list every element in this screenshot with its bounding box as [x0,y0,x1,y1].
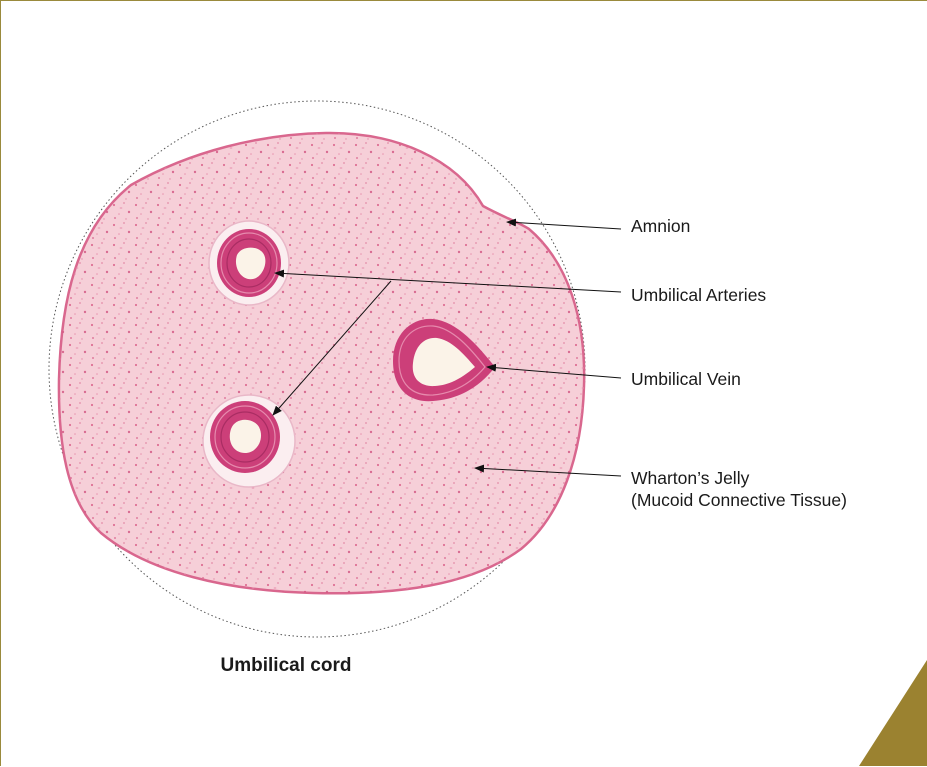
label-amnion: Amnion [631,215,690,237]
cord-tissue-texture [59,133,584,593]
umbilical-artery-upper [209,221,289,305]
label-umbilical-arteries: Umbilical Arteries [631,284,766,306]
umbilical-artery-lower [203,395,295,487]
figure-caption: Umbilical cord [201,655,371,677]
label-umbilical-vein: Umbilical Vein [631,368,741,390]
label-mucoid-connective-tissue: (Mucoid Connective Tissue) [631,489,847,511]
label-whartons-jelly: Wharton’s Jelly [631,467,749,489]
corner-accent [859,660,927,766]
